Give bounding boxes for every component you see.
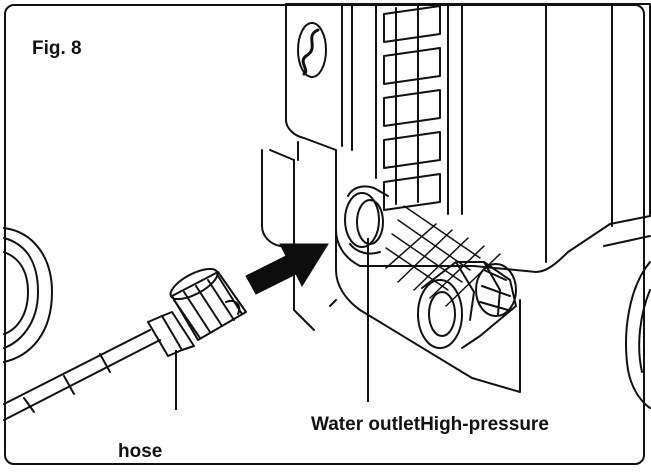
coupling-nut: [169, 267, 247, 341]
coiled-hose-right: [625, 261, 651, 409]
machine-body: [285, 3, 651, 273]
arrow-right-icon: [245, 243, 329, 295]
water-outlet-label: Water outletHigh-pressure: [311, 414, 549, 435]
lattice-grille: [385, 205, 501, 307]
coiled-hose-left: [3, 237, 39, 349]
hose-label: hose: [118, 441, 163, 462]
brand-logo-icon: [297, 22, 327, 78]
outlet-cavity: [335, 231, 521, 393]
high-pressure-outlet: [417, 261, 517, 349]
figure-title: Fig. 8: [32, 38, 82, 59]
vent-louvers: [383, 5, 441, 43]
hose: [3, 311, 195, 421]
water-inlet-fitting: [344, 185, 389, 255]
